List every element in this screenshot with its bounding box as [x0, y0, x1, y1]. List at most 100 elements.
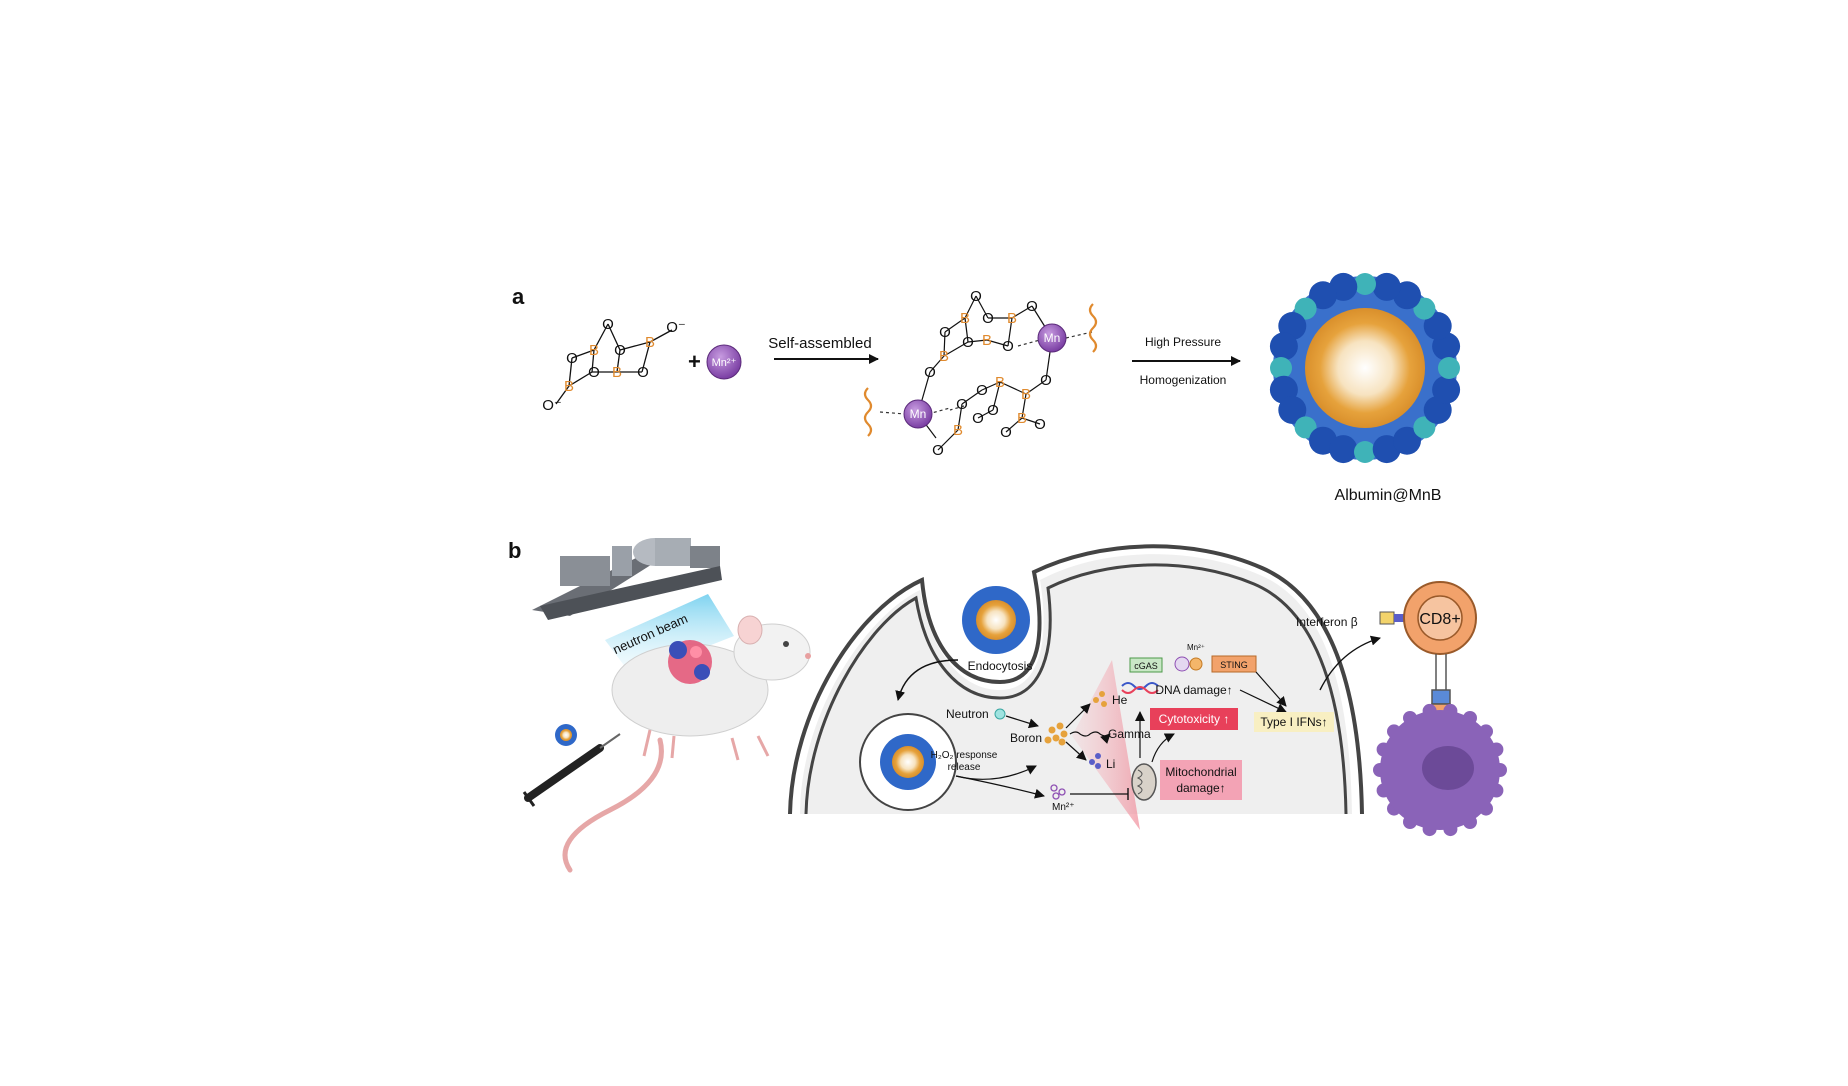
- he-arrow: [1065, 703, 1091, 729]
- mn-ion-cluster: [1050, 784, 1066, 800]
- release-arrow-mn: [955, 775, 1045, 799]
- atom-b: B: [1017, 410, 1027, 427]
- small-nanoparticle-syringe: [555, 724, 577, 746]
- endosome-nanoparticle: [880, 734, 936, 790]
- li-particles: [1089, 753, 1101, 769]
- atom-b: B: [982, 332, 992, 349]
- cytotoxicity-box: [1150, 708, 1238, 730]
- syringe: [522, 733, 621, 807]
- atom-o: O: [1040, 372, 1052, 389]
- he-particles: [1093, 691, 1107, 707]
- albumin-protein-bump: [1423, 312, 1452, 340]
- chain-squiggle-left: [863, 387, 873, 437]
- atom-o: O: [602, 316, 614, 333]
- atom-b: B: [1007, 310, 1017, 327]
- mn-ion-label: Mn²⁺: [712, 357, 737, 369]
- atom-o: O: [970, 288, 982, 305]
- neutron-particle: [994, 708, 1006, 720]
- gamma-label: Gamma: [1108, 727, 1151, 741]
- interferon-receptor: [1379, 611, 1406, 625]
- cd8-nucleus: [1417, 595, 1463, 641]
- mn-center-top: [1037, 323, 1067, 353]
- sting-box: [1211, 655, 1257, 673]
- atom-o: O: [972, 410, 984, 427]
- atom-o: O: [566, 350, 578, 367]
- tumor: [668, 640, 712, 684]
- atom-b: B: [939, 348, 949, 365]
- atom-o: O: [932, 442, 944, 459]
- borate-reactant-atoms: O B O B O⁻ O O B O B O⁻: [542, 316, 686, 414]
- cgas-label: cGAS: [1134, 661, 1158, 671]
- type1-ifn-box: [1254, 712, 1334, 732]
- sting-label: STING: [1220, 660, 1248, 670]
- atom-o: O: [1034, 416, 1046, 433]
- dna-strand: [1121, 682, 1159, 690]
- atom-o: O: [976, 382, 988, 399]
- cell-membrane-inner: [804, 563, 1348, 815]
- plus-sign: +: [688, 349, 701, 374]
- release-label: release: [948, 762, 981, 773]
- mn-label: Mn: [910, 407, 927, 421]
- self-assembled-label: Self-assembled: [768, 335, 871, 352]
- mito-damage-label-1: Mitochondrial: [1165, 765, 1236, 779]
- li-arrow: [1065, 741, 1087, 761]
- atom-b: B: [995, 374, 1005, 391]
- atom-o: O: [962, 334, 974, 351]
- ifn-out-arrow: [1319, 635, 1381, 691]
- tumor-cell: [1373, 703, 1507, 837]
- mn-borate-network: [917, 295, 1053, 451]
- atom-o: O: [987, 402, 999, 419]
- albumin-protein-bump: [1294, 297, 1317, 320]
- mito-damage-box: [1160, 760, 1242, 800]
- mitochondrion: [1131, 763, 1157, 801]
- dna-strand-2: [1121, 686, 1159, 694]
- mn-label: Mn: [1044, 331, 1061, 345]
- high-pressure-label: High Pressure: [1145, 335, 1221, 349]
- sting-ligand: [1189, 657, 1203, 671]
- albumin-protein-bump: [1413, 297, 1436, 320]
- endocytosis-nanoparticle: [962, 586, 1030, 654]
- chain-squiggle-right: [1088, 303, 1098, 353]
- atom-o: O: [982, 310, 994, 327]
- atom-b: B: [564, 378, 574, 395]
- coordination-bonds: [879, 331, 1093, 415]
- li-label: Li: [1106, 757, 1115, 771]
- endocytosis-label: Endocytosis: [968, 659, 1033, 673]
- neutron-arrow: [1005, 715, 1039, 729]
- albumin-protein-bump: [1354, 273, 1376, 295]
- mn-borate-network-atoms: O B O B O O O B O B O O B B O O B O O B …: [924, 288, 1052, 459]
- atom-o: O: [588, 364, 600, 381]
- atom-b: B: [612, 364, 622, 381]
- boron-cluster: [1044, 722, 1068, 746]
- dna-damage-label: DNA damage↑: [1155, 683, 1232, 697]
- endocytosis-arrow: [895, 659, 959, 701]
- neutron-source-machine: [532, 538, 722, 620]
- homogenization-label: Homogenization: [1140, 373, 1227, 387]
- atom-o-anion: O⁻: [542, 397, 562, 414]
- albumin-mnb-nanoparticle: [1269, 272, 1461, 464]
- albumin-protein-bump: [1413, 416, 1436, 439]
- dna-to-ifn-arrow: [1239, 689, 1287, 713]
- cell-membrane-outer: [788, 544, 1364, 815]
- interferon-label: Interferon β: [1296, 615, 1358, 629]
- sting-to-ifn-arrow: [1255, 671, 1287, 707]
- atom-o: O: [614, 342, 626, 359]
- type1-ifn-label: Type I IFNs↑: [1260, 715, 1327, 729]
- albumin-protein-bump: [1329, 435, 1358, 464]
- boron-label: Boron: [1010, 731, 1042, 745]
- atom-b: B: [960, 310, 970, 327]
- he-label: He: [1112, 693, 1128, 707]
- atom-b: B: [645, 334, 655, 351]
- atom-o-anion: O⁻: [666, 319, 686, 336]
- mn-ion-sphere: [706, 344, 742, 380]
- atom-o: O: [1000, 424, 1012, 441]
- atom-o: O: [637, 364, 649, 381]
- albumin-protein-bump: [1432, 375, 1461, 404]
- albumin-protein-bump: [1438, 357, 1460, 379]
- mn-ion-sting-label: Mn²⁺: [1187, 643, 1205, 652]
- cytotoxicity-label: Cytotoxicity ↑: [1159, 712, 1230, 726]
- albumin-protein-bump: [1270, 357, 1292, 379]
- atom-o: O: [1002, 338, 1014, 355]
- h2o2-response-label: H₂O₂ response: [931, 750, 998, 761]
